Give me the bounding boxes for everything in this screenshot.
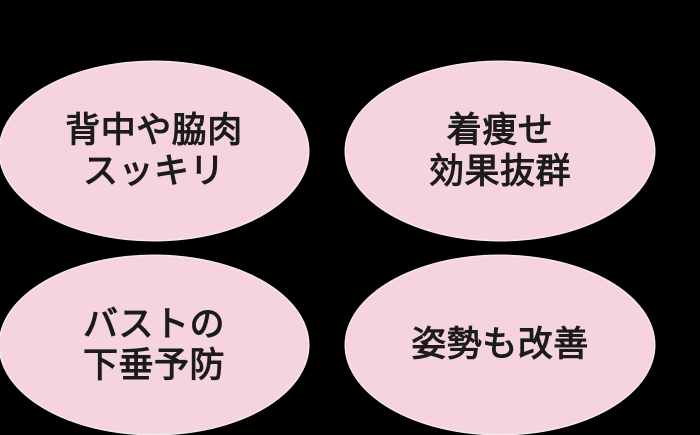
bubble-text-line: 効果抜群 <box>428 152 571 191</box>
benefit-bubble-bust-sag-prevention: バストの 下垂予防 <box>0 256 308 434</box>
benefit-bubble-posture-improvement: 姿勢も改善 <box>346 256 654 434</box>
bubble-text-line: 着痩せ <box>446 110 554 150</box>
bubble-text-line: スッキリ <box>82 152 225 191</box>
benefit-bubble-back-side-fat: 背中や脇肉 スッキリ <box>0 62 308 240</box>
benefit-bubble-slimming-look: 着痩せ 効果抜群 <box>346 62 654 240</box>
bubble-text-line: 下垂予防 <box>82 346 225 385</box>
bubble-text-line: 姿勢も改善 <box>411 325 589 365</box>
bubble-text-line: 背中や脇肉 <box>65 110 243 150</box>
bubble-text-line: バストの <box>82 304 225 344</box>
